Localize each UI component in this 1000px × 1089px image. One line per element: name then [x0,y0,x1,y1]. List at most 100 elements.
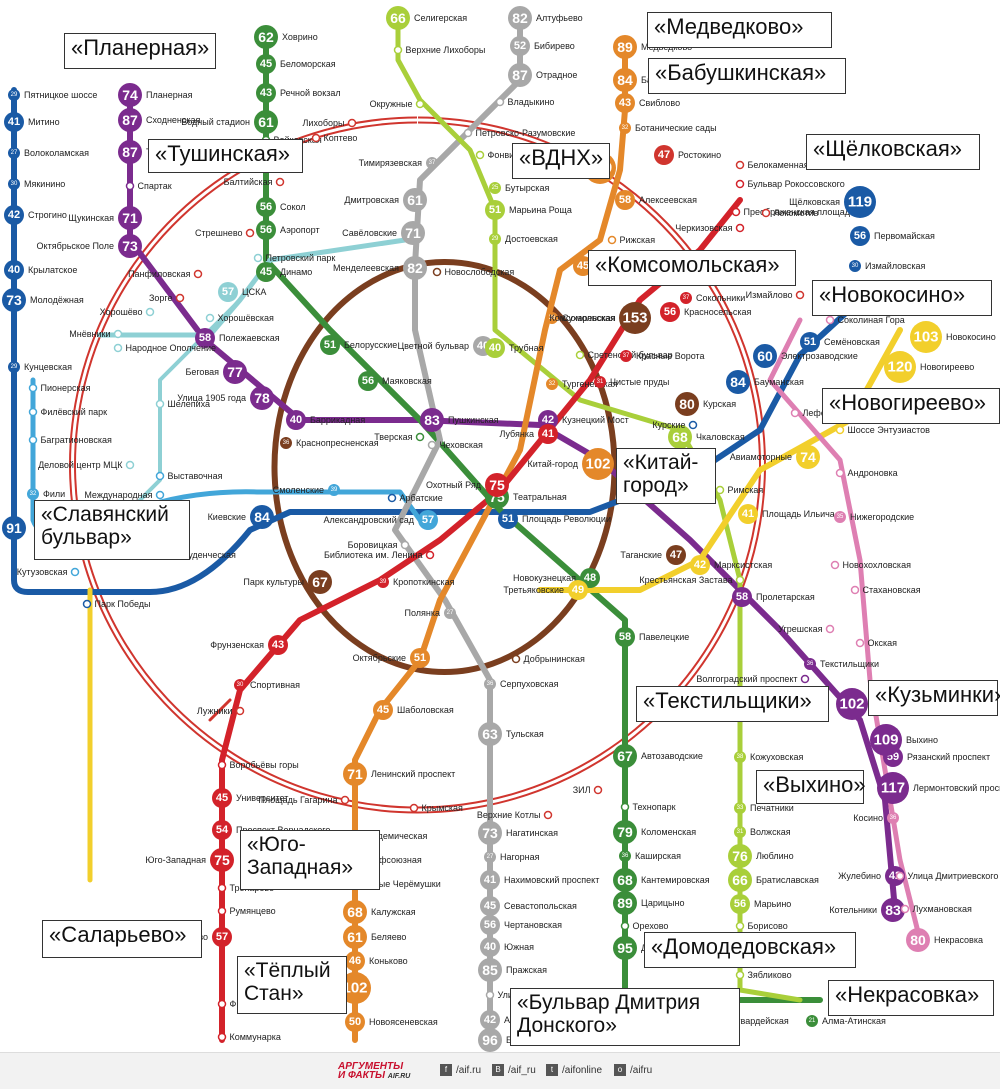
station-s43[interactable]: Орехово [620,921,669,931]
station-s120[interactable]: Библиотека им. Ленина [324,550,435,560]
station-s55[interactable]: Чеховская [427,440,484,450]
twitter-link[interactable]: t/aifonline [546,1064,602,1076]
station-s130[interactable]: Румянцево [217,906,276,916]
station-s125[interactable]: Воробьёвы горы [217,760,299,770]
station-s185[interactable]: Петровский парк [253,253,336,263]
station-s193[interactable]: Лихоборы [303,118,357,128]
station-s133[interactable]: Коммунарка [217,1032,281,1042]
station-s69[interactable]: Окружные [370,99,425,109]
station-s48[interactable]: Владыкино [495,97,555,107]
station-s33[interactable]: Тверская [374,432,425,442]
station-s200[interactable]: Крымская [409,803,464,813]
station-s77[interactable]: Римская [715,485,764,495]
station-s199[interactable]: Верхние Котлы [477,810,553,820]
vk-link[interactable]: B/aif_ru [492,1064,536,1076]
station-s10[interactable]: Филёвский парк [28,407,108,417]
station-s78[interactable]: Крестьянская Застава [639,575,745,585]
station-s14[interactable]: Спартак [125,181,172,191]
station-s202[interactable]: Лужники [197,706,245,716]
station-s11[interactable]: Багратионовская [28,435,112,445]
station-s111[interactable]: Черкизовская [675,223,745,233]
station-s203[interactable]: Добрынинская [511,654,585,664]
station-s68[interactable]: Верхние Лихоборы [393,45,486,55]
station-s189[interactable]: Панфиловская [128,269,203,279]
station-s175[interactable]: Новохохловская [830,560,912,570]
ok-link[interactable]: o/aifru [614,1064,652,1076]
station-s201[interactable]: Площадь Гагарина [258,795,350,805]
station-s197[interactable]: Измайлово [746,290,805,300]
station-s173[interactable]: Андроновка [835,468,898,478]
station-s182[interactable]: Мнёвники [69,329,123,339]
station-s110[interactable]: Бульвар Рокоссовского [735,179,845,189]
station-s198[interactable]: ЗИЛ [573,785,603,795]
station-s149[interactable]: Международная [84,490,165,500]
station-s192[interactable]: Коптево [311,133,358,143]
